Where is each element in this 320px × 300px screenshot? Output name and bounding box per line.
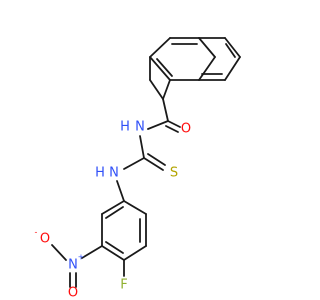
nitro-n-to-o1-bond [51, 244, 67, 261]
naphthalene-ring-upper [149, 37, 216, 81]
nitro-n-charge-label: + [78, 253, 85, 262]
nitro-oxygen-1-label: O [40, 232, 50, 247]
thiocarbonyl-to-aryl-n-bond [123, 157, 145, 170]
aryl-nh-h-label: H [95, 166, 105, 181]
phenyl-ring [101, 180, 147, 261]
nitro-oxygen-1-charge-label: - [35, 228, 38, 237]
thiocarbonyl-group [139, 135, 166, 171]
nitro-n-label: N [68, 258, 78, 273]
thio-sulfur-label: S [170, 166, 178, 181]
naphthalene-ring-lower [149, 56, 171, 100]
carbonyl-to-amide-n-bond [147, 120, 169, 130]
amide-n-label: N [135, 120, 145, 135]
aryl-n-label: N [109, 166, 119, 181]
chemical-structure-diagram: O H N S H N N + O - O F [34, 37, 241, 300]
ring-to-nitro-bond [81, 245, 103, 259]
carbonyl-oxygen-label: O [181, 122, 191, 137]
nitro-oxygen-2-label: O [68, 286, 78, 300]
carbonyl-group [162, 98, 181, 133]
fluorine-label: F [120, 278, 127, 293]
naphthalene-ring-right [198, 37, 241, 81]
amide-nh-h-label: H [120, 120, 130, 135]
